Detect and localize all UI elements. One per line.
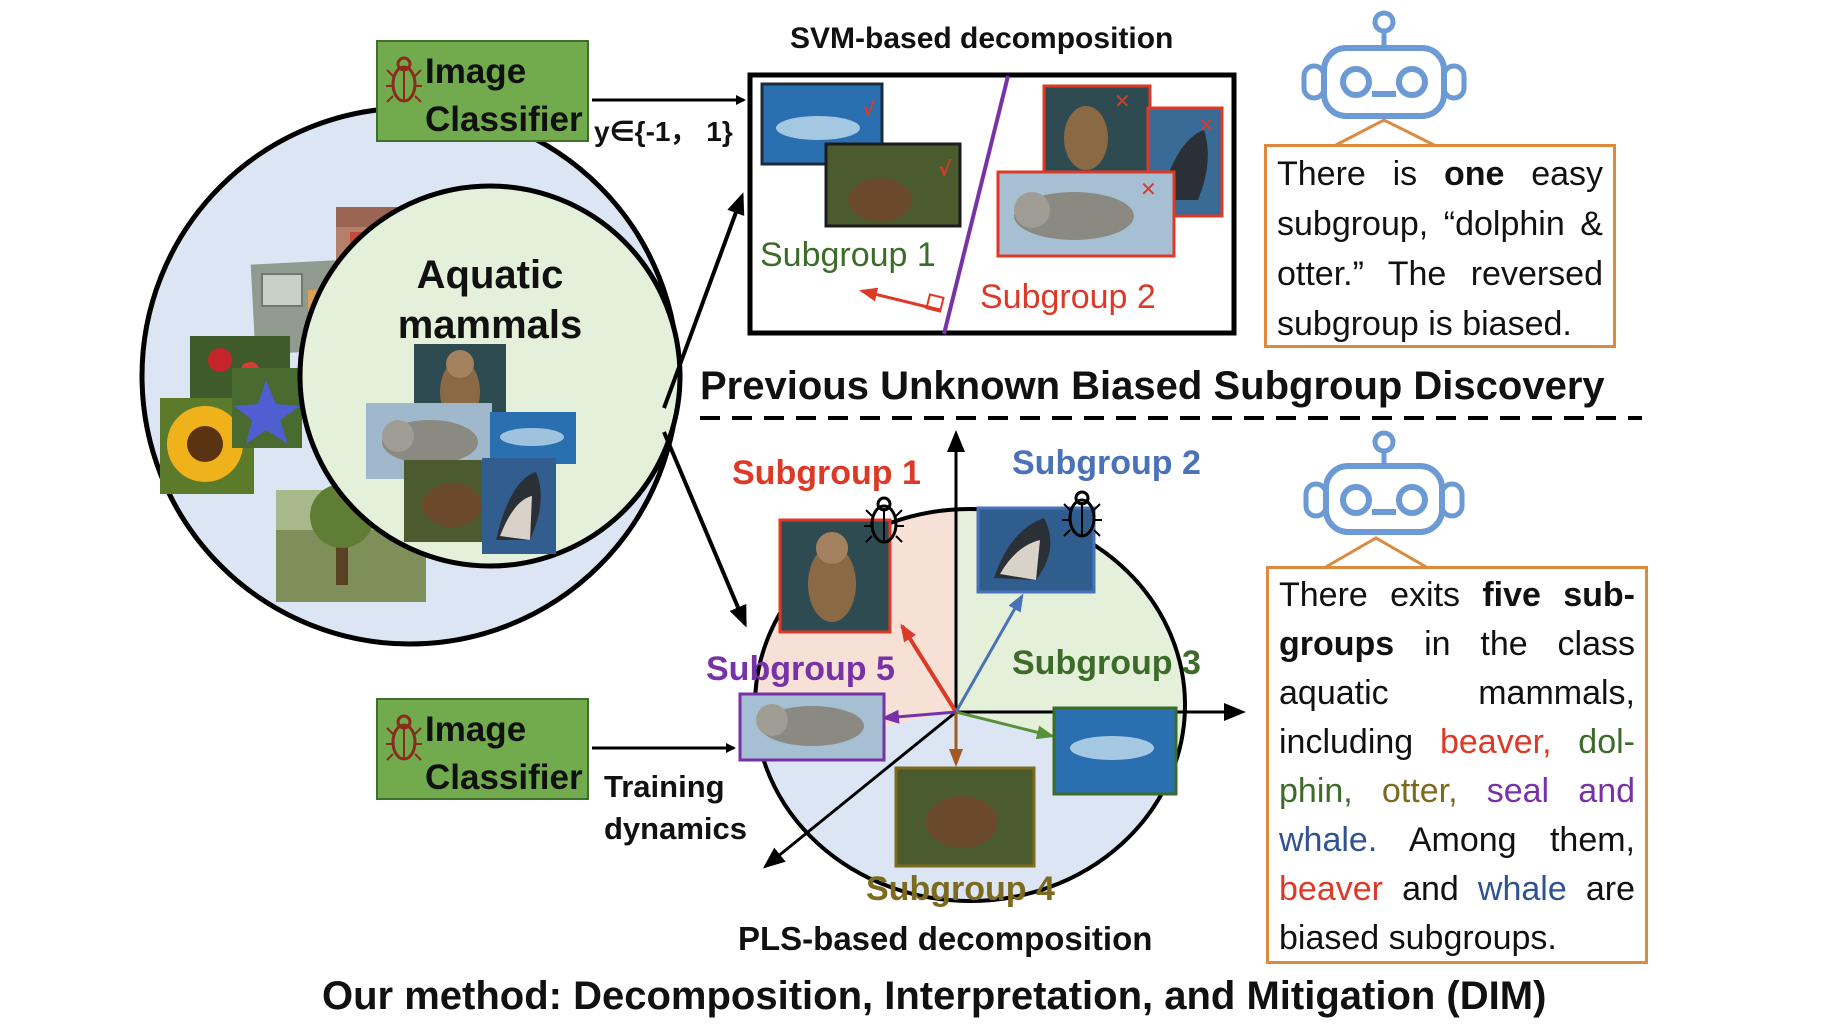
image-dolphin-pls	[1052, 706, 1178, 796]
robot-icon	[1301, 10, 1467, 119]
callout-top-text-1: There is	[1277, 155, 1444, 193]
image-otter-pls	[778, 518, 892, 634]
classifier-label-line1: Image	[425, 52, 527, 91]
cross-mark: ✕	[1114, 89, 1131, 113]
check-mark: √	[938, 157, 952, 181]
svm-subgroup1-label: Subgroup 1	[760, 236, 936, 274]
training-dynamics-label: Training dynamics	[604, 766, 747, 850]
word-beaver: beaver,	[1439, 723, 1552, 761]
method-title: Our method: Decomposition, Interpretatio…	[322, 974, 1547, 1018]
callout-top: There is one easy subgroup, “dolphin & o…	[1264, 144, 1616, 348]
svm-panel: √ √ ✕ ✕ ✕	[747, 72, 1237, 336]
svm-subgroup2-label: Subgroup 2	[980, 278, 1156, 316]
bug-icon	[386, 714, 422, 761]
bug-icon	[386, 56, 422, 103]
callout-top-emph: one	[1443, 155, 1505, 193]
image-blue-flower	[232, 368, 302, 448]
robot-icon	[1303, 430, 1465, 535]
bug-icon	[1062, 490, 1102, 538]
pls-subgroup5-label: Subgroup 5	[706, 650, 895, 688]
image-seal-pls	[738, 692, 886, 762]
word-whale: whale.	[1279, 821, 1378, 859]
word-seal: seal	[1486, 772, 1550, 810]
pls-subgroup2-label: Subgroup 2	[1012, 444, 1201, 482]
right-angle-marker	[925, 293, 945, 313]
class-label-line2: mammals	[397, 303, 583, 347]
callout-bottom-text-2: in the class aquatic mammals, including	[1279, 625, 1635, 761]
image-whale-pls	[976, 506, 1096, 594]
classifier-label-line2: Classifier	[425, 758, 583, 797]
training-dynamics-line1: Training	[604, 769, 725, 804]
label-output-text: y∈{-1， 1}	[594, 116, 733, 147]
image-beaver-pls	[894, 766, 1036, 868]
image-whale-svm: ✕	[1146, 106, 1224, 218]
training-dynamics-line2: dynamics	[604, 811, 748, 846]
pls-subgroup3-label: Subgroup 3	[1012, 644, 1201, 682]
cross-mark: ✕	[1198, 113, 1215, 137]
class-label-line1: Aquatic	[416, 253, 564, 297]
axis-z	[762, 710, 957, 869]
pls-subgroup1-label: Subgroup 1	[732, 454, 921, 492]
classifier-label-line2: Classifier	[425, 100, 583, 139]
vector-subgroup-2	[954, 593, 1024, 713]
class-label: Aquatic mammals	[384, 250, 596, 350]
callout-bottom-text-4: and	[1382, 870, 1478, 908]
image-seal-svm: ✕	[996, 170, 1176, 258]
vector-subgroup-1	[900, 623, 958, 714]
svm-title: SVM-based decomposition	[790, 22, 1174, 55]
word-whale-2: whale	[1477, 870, 1567, 908]
image-whale-thumb	[482, 458, 556, 554]
image-classifier-bottom: Image Classifier	[376, 698, 589, 800]
svm-hyperplane	[942, 75, 1010, 335]
word-and: and	[1578, 772, 1636, 810]
image-dolphin-thumb	[490, 412, 576, 464]
callout-pointer-bottom	[1323, 536, 1429, 570]
cross-mark: ✕	[1140, 177, 1157, 201]
image-classifier-top: Image Classifier	[376, 40, 589, 142]
aquatic-mammals-circle	[297, 183, 683, 569]
word-otter: otter,	[1381, 772, 1458, 810]
image-beaver-svm: √	[824, 142, 962, 228]
callout-top-text-2: easy subgroup, “dolphin & otter.” The re…	[1277, 155, 1604, 343]
pls-title: PLS-based decomposition	[738, 920, 1153, 957]
callout-bottom: There exits five sub-groups in the class…	[1266, 566, 1648, 964]
callout-bottom-text-3: Among them,	[1377, 821, 1635, 859]
vector-subgroup-5	[881, 709, 957, 724]
bug-icon	[864, 496, 904, 544]
callout-pointer-top	[1333, 118, 1437, 148]
callout-bottom-text-1: There exits	[1279, 576, 1483, 614]
arrow-to-svm	[662, 192, 745, 409]
check-mark: √	[862, 97, 876, 121]
section-title: Previous Unknown Biased Subgroup Discove…	[700, 364, 1605, 408]
arrow-to-pls	[662, 431, 747, 628]
vector-subgroup-3	[955, 710, 1055, 740]
classifier-label-line1: Image	[425, 710, 527, 749]
word-beaver-2: beaver	[1279, 870, 1383, 908]
word-dolphin: dol-phin,	[1279, 723, 1635, 810]
callout-bottom-text-5: are biased subgroups.	[1279, 870, 1635, 957]
pls-subgroup4-label: Subgroup 4	[866, 870, 1055, 908]
callout-bottom-emph: five sub-groups	[1279, 576, 1635, 663]
image-otter-svm: ✕	[1042, 84, 1152, 180]
